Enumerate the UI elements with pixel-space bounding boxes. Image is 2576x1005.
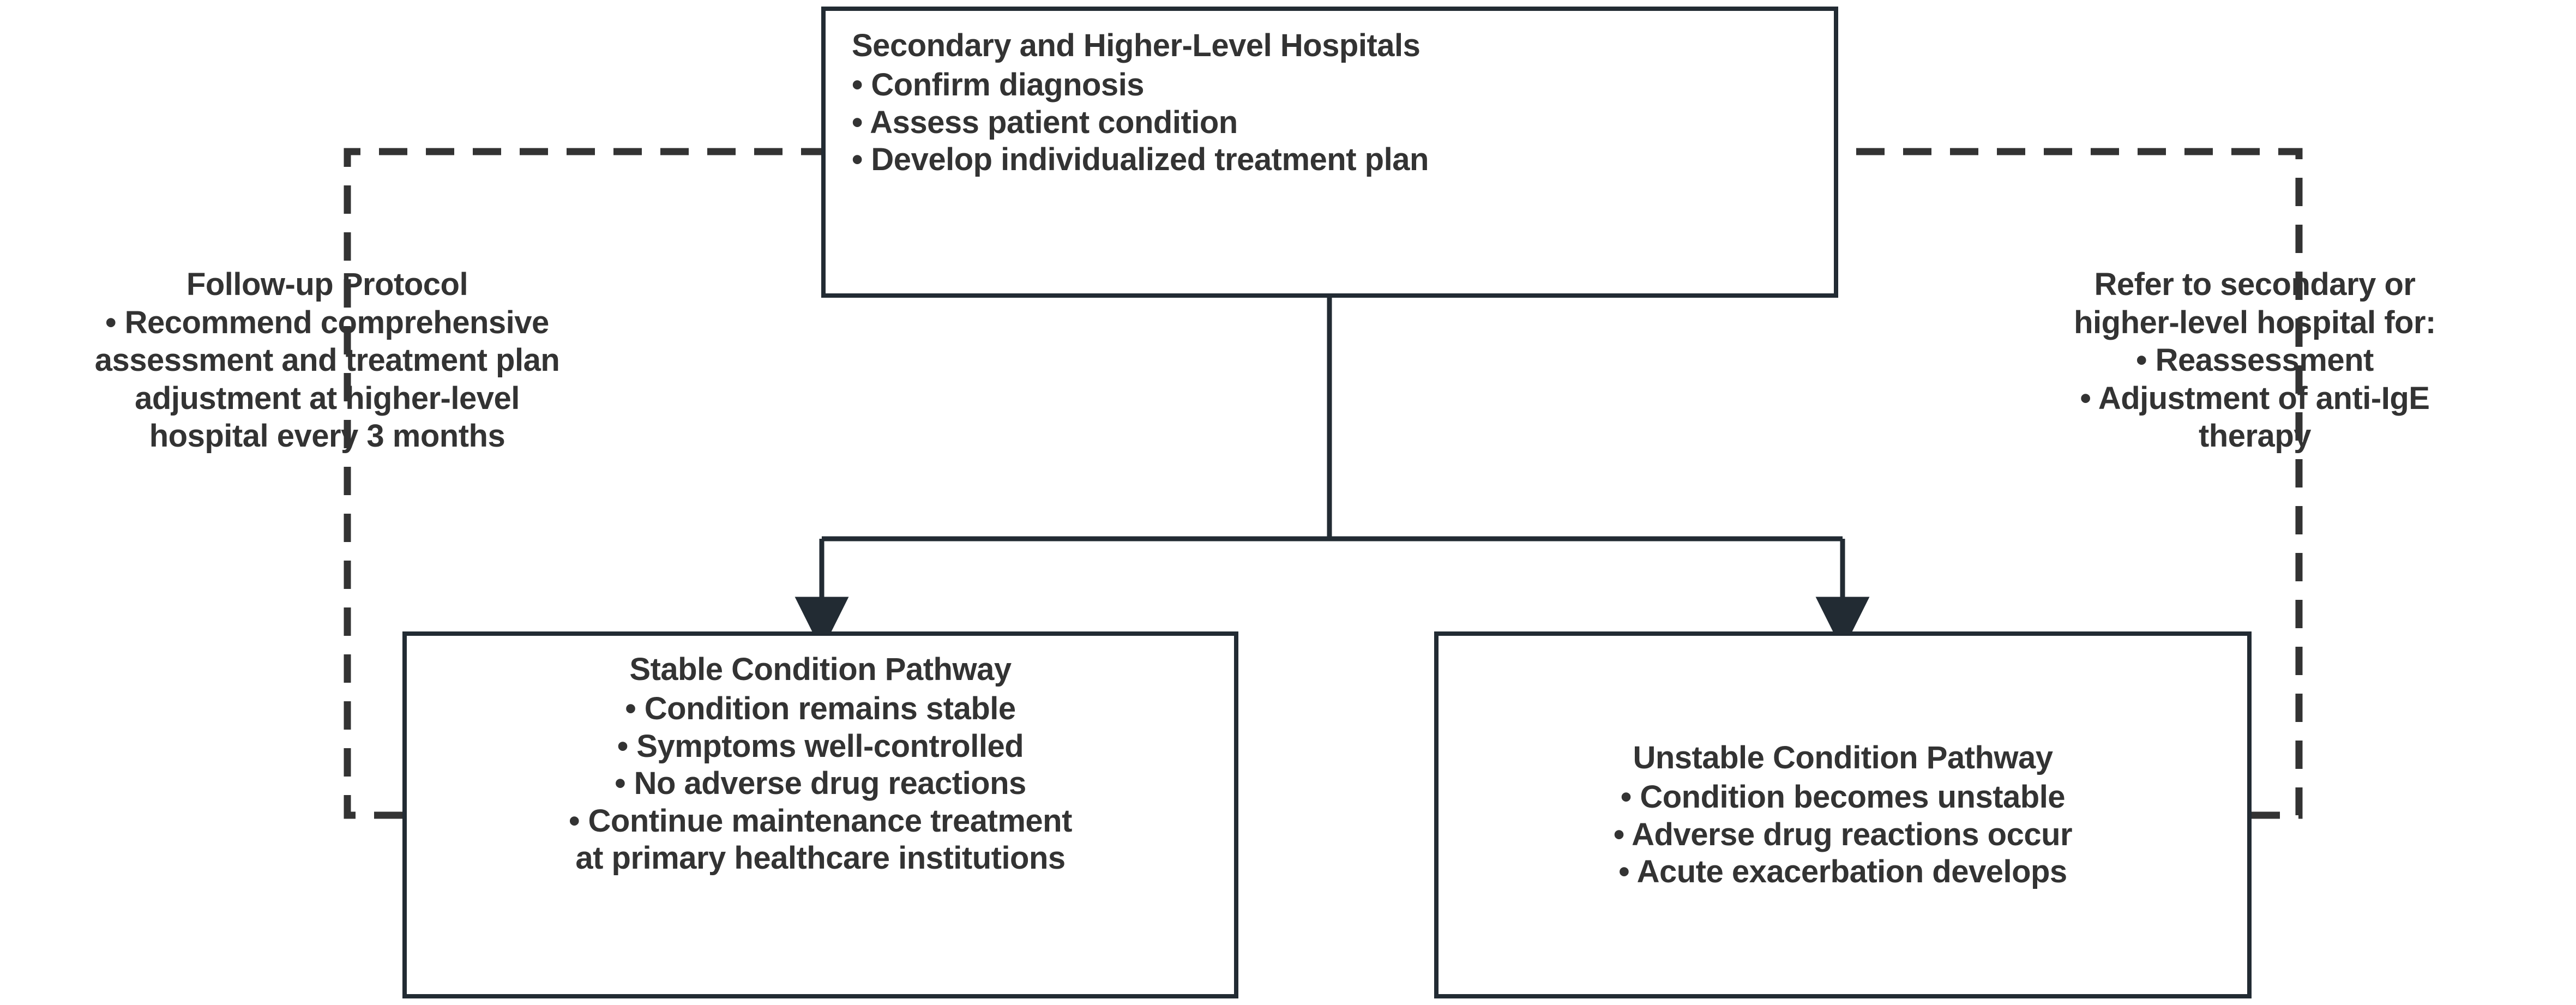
note-line: • Adjustment of anti-IgE bbox=[2080, 380, 2430, 416]
note-line: • Recommend comprehensive bbox=[105, 304, 549, 340]
node-bullet: • Develop individualized treatment plan bbox=[852, 142, 1429, 178]
note-line: adjustment at higher-level bbox=[135, 380, 520, 416]
node-bullet: • Adverse drug reactions occur bbox=[1613, 816, 2073, 852]
node-bullet: • Condition remains stable bbox=[625, 691, 1016, 727]
note-line: assessment and treatment plan bbox=[94, 342, 560, 378]
edge-stable-to-top-dashed bbox=[344, 148, 821, 819]
node-title: Secondary and Higher-Level Hospitals bbox=[852, 28, 1421, 63]
node-bullet: • Acute exacerbation develops bbox=[1618, 853, 2067, 889]
note-line: • Reassessment bbox=[2136, 342, 2374, 378]
node-bullet: • Confirm diagnosis bbox=[852, 67, 1145, 103]
note-title: Refer to secondary or bbox=[2094, 267, 2416, 302]
note-refer-upward: Refer to secondary or higher-level hospi… bbox=[1941, 266, 2568, 455]
node-bullet-continuation: at primary healthcare institutions bbox=[575, 840, 1066, 876]
note-title: Follow-up Protocol bbox=[186, 267, 468, 302]
node-title: Stable Condition Pathway bbox=[629, 652, 1012, 687]
node-unstable-pathway[interactable]: Unstable Condition Pathway • Condition b… bbox=[1434, 631, 2252, 998]
node-bullet: • Condition becomes unstable bbox=[1620, 779, 2066, 815]
node-title: Unstable Condition Pathway bbox=[1633, 739, 2053, 775]
edge-top-to-pathways bbox=[795, 298, 1870, 651]
node-secondary-hospitals[interactable]: Secondary and Higher-Level Hospitals • C… bbox=[821, 7, 1838, 298]
note-line: therapy bbox=[2198, 418, 2312, 454]
node-stable-pathway[interactable]: Stable Condition Pathway • Condition rem… bbox=[402, 631, 1238, 998]
node-bullet: • Continue maintenance treatment bbox=[569, 803, 1072, 839]
node-bullet: • No adverse drug reactions bbox=[615, 766, 1026, 802]
edge-unstable-to-top-dashed bbox=[1838, 148, 2303, 819]
note-follow-up-protocol: Follow-up Protocol • Recommend comprehen… bbox=[5, 266, 649, 455]
node-bullet: • Symptoms well-controlled bbox=[617, 728, 1024, 764]
note-line: higher-level hospital for: bbox=[2074, 304, 2436, 340]
note-line: hospital every 3 months bbox=[149, 418, 505, 454]
node-bullet: • Assess patient condition bbox=[852, 104, 1238, 140]
